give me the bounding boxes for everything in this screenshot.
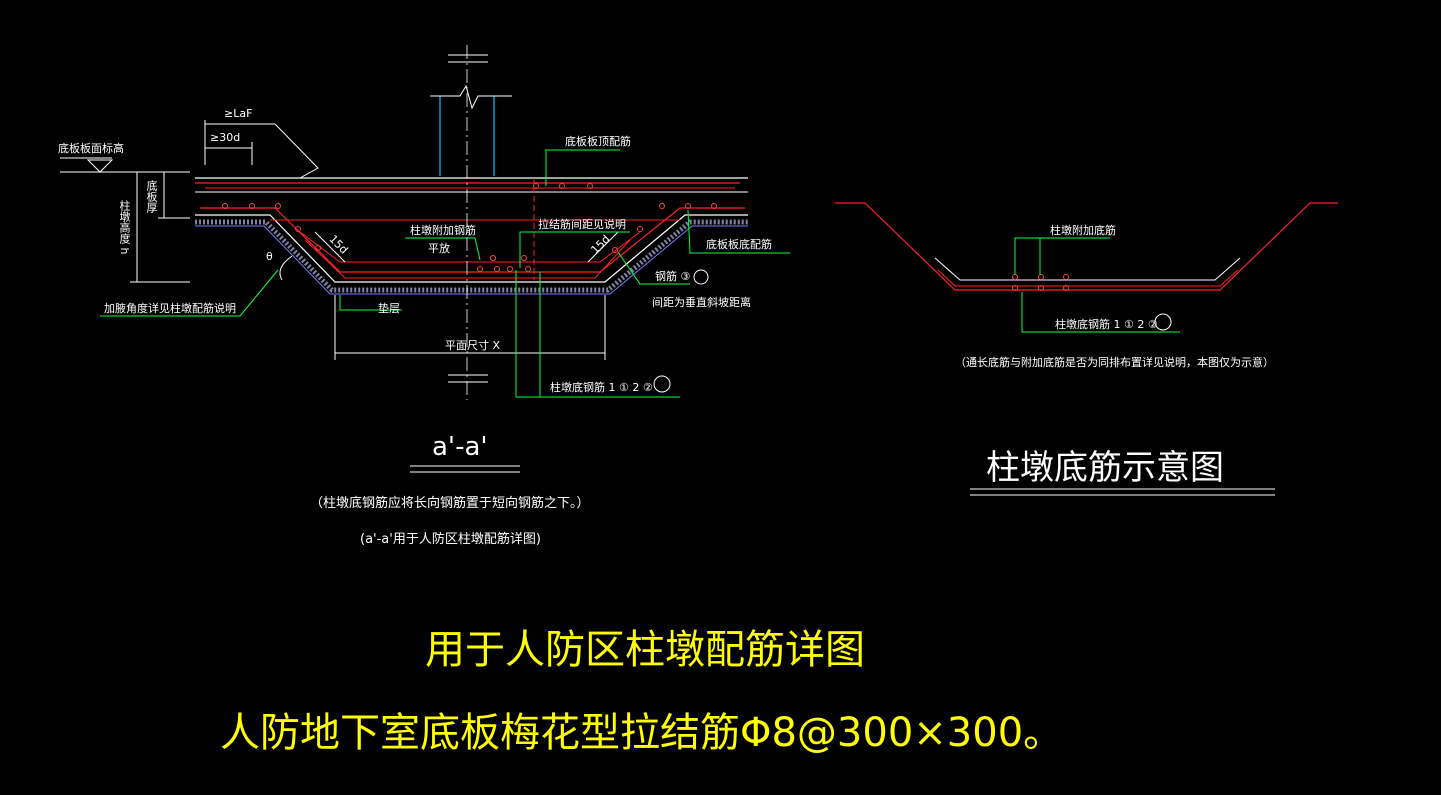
- section-drawing: [60, 45, 790, 473]
- angle-arc: [279, 255, 293, 281]
- rebar-dot: [222, 203, 228, 209]
- label-bar3: 钢筋 ③: [655, 270, 691, 283]
- schematic-inner: [934, 257, 1241, 281]
- bottom-rebar: [200, 207, 745, 273]
- label-pier-additional: 柱墩附加钢筋: [410, 224, 476, 237]
- cushion-layer: [195, 219, 748, 293]
- schematic-title: 柱墩底筋示意图: [986, 448, 1224, 488]
- label-pier-bottom: 柱墩底钢筋 1 ① 2 ②: [550, 381, 653, 394]
- rebar-dot: [477, 266, 483, 272]
- column-break: [430, 84, 512, 110]
- rebar-dot: [559, 183, 565, 189]
- main-title-1: 用于人防区柱墩配筋详图: [425, 627, 865, 673]
- rebar-dot: [525, 266, 531, 272]
- schematic-leaders: [1014, 237, 1180, 333]
- rebar-dot: [249, 203, 255, 209]
- rebar-dot: [1038, 285, 1044, 291]
- leader-angle: [100, 269, 279, 317]
- rebar-dot: [685, 203, 691, 209]
- label-schematic-pier-bottom: 柱墩底钢筋 1 ① 2 ②: [1055, 318, 1158, 331]
- label-theta: θ: [266, 250, 273, 263]
- leader-pier-bottom: [515, 270, 680, 398]
- rebar-dot: [659, 203, 665, 209]
- rebar-dot: [711, 203, 717, 209]
- schematic-inner-2: [937, 269, 1239, 287]
- label-30d: ≥30d: [210, 131, 241, 144]
- label-spacing: 间距为垂直斜坡距离: [652, 296, 751, 309]
- rebar-dot: [533, 183, 539, 189]
- rebar-dot: [612, 247, 618, 253]
- leader-tie: [519, 231, 630, 268]
- rebar-dot: [315, 245, 321, 251]
- leaders: [100, 149, 790, 398]
- schematic-note: （通长底筋与附加底筋是否为同排布置详见说明，本图仅为示意）: [955, 356, 1274, 369]
- label-top-elevation: 底板板面标高: [58, 142, 124, 155]
- label-tie: 拉结筋间距见说明: [538, 218, 626, 231]
- bar3-circle: [693, 269, 709, 285]
- label-top-rebar: 底板板顶配筋: [565, 135, 631, 148]
- label-plan-x: 平面尺寸 X: [445, 339, 501, 352]
- label-cushion: 垫层: [378, 302, 400, 315]
- label-add-bottom: 柱墩附加底筋: [1050, 224, 1116, 237]
- schematic-drawing: [835, 202, 1338, 496]
- rebar-dot: [494, 266, 500, 272]
- leader-bottom-rebar: [687, 209, 790, 254]
- section-title: a'-a': [432, 432, 488, 462]
- dim-15d-right: [587, 231, 619, 263]
- rebar-dot: [637, 226, 643, 232]
- leader-pier-bottom-s: [1021, 292, 1180, 333]
- leader-top-rebar: [545, 149, 620, 186]
- elevation-marker: [86, 159, 114, 173]
- section-note: （柱墩底钢筋应将长向钢筋置于短向钢筋之下。）: [310, 496, 590, 511]
- label-pier-height: 柱墩高度 h: [118, 200, 131, 255]
- rebar-dot: [521, 255, 527, 261]
- rebar-dot: [507, 266, 513, 272]
- pier-bottom-rebar: [304, 239, 631, 279]
- leader-cushion: [339, 295, 402, 311]
- schematic-outline: [835, 202, 1338, 291]
- rebar-dot: [1012, 274, 1018, 280]
- schematic-dots: [1012, 274, 1069, 291]
- rebar-dot: [1063, 274, 1069, 280]
- label-laf: ≥LaF: [224, 107, 253, 120]
- rebar-dot: [1063, 285, 1069, 291]
- rebar-dot: [1038, 274, 1044, 280]
- rebar-dot: [1012, 285, 1018, 291]
- main-title-2: 人防地下室底板梅花型拉结筋Φ8@300×300。: [220, 710, 1064, 756]
- rebar-dot: [587, 183, 593, 189]
- label-flat: 平放: [428, 242, 450, 255]
- leader-pier-add: [405, 237, 481, 261]
- leader-bar3: [617, 251, 690, 285]
- label-angle-note: 加腋角度详见柱墩配筋说明: [104, 302, 236, 315]
- rebar-dots: [222, 183, 717, 272]
- pier-bottom-circle: [653, 375, 671, 393]
- rebar-dot: [295, 226, 301, 232]
- schematic-circle: [1154, 313, 1172, 331]
- pier-outline: [195, 214, 748, 283]
- section-usage: (a'-a'用于人防区柱墩配筋详图): [360, 532, 541, 547]
- rebar-dot: [490, 255, 496, 261]
- label-bottom-rebar: 底板板底配筋: [706, 238, 772, 251]
- dim-15d-left: [314, 231, 346, 263]
- cushion-layer-edge: [195, 225, 748, 295]
- label-slab-thickness: 底板厚: [145, 180, 158, 213]
- rebar-dot: [275, 203, 281, 209]
- leader-add-bottom: [1014, 237, 1110, 275]
- dim-laf-leader: [274, 123, 319, 179]
